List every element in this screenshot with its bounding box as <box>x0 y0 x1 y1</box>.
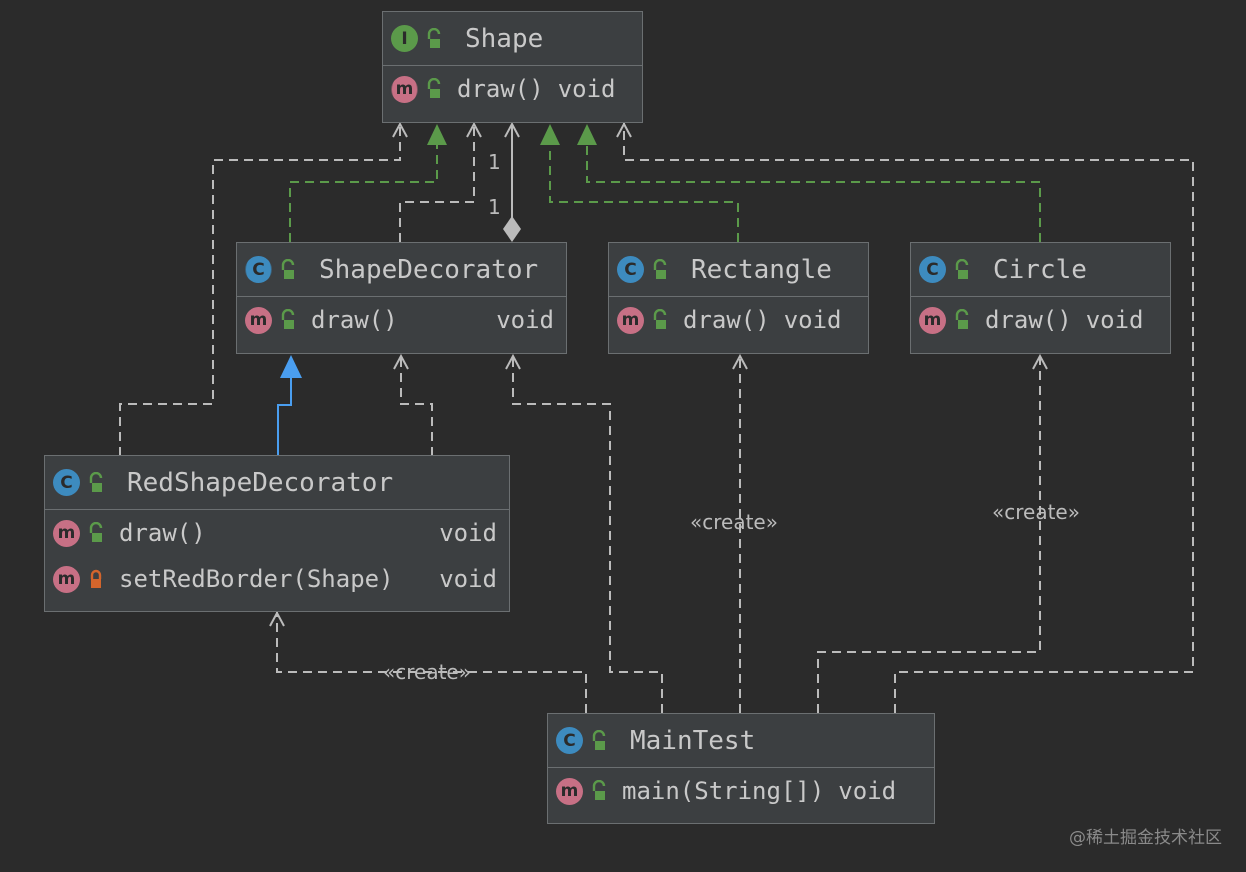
arrowhead <box>1032 353 1048 370</box>
realization-arrowhead <box>540 124 560 145</box>
class-header: C Circle <box>911 243 1170 297</box>
interface-icon: I <box>391 25 418 52</box>
return-type: void <box>557 75 616 103</box>
class-box-circle[interactable]: C Circle m draw() void <box>910 242 1171 354</box>
multiplicity-label: 1 <box>488 150 501 174</box>
arrowhead <box>505 353 521 370</box>
class-box-maintest[interactable]: C MainTest m main(String[]) void <box>547 713 935 824</box>
realization-arrowhead <box>427 124 447 145</box>
static-method-icon: m <box>556 777 583 805</box>
class-box-redshapedecorator[interactable]: C RedShapeDecorator m draw() void m setR… <box>44 455 510 612</box>
public-lock-icon <box>955 309 969 329</box>
return-type: void <box>439 565 497 593</box>
realization-shapedecorator-shape <box>289 144 438 242</box>
class-name: Circle <box>993 254 1087 285</box>
dependency-shapedecorator-shape <box>399 123 475 242</box>
method-row[interactable]: m draw() void <box>383 66 642 112</box>
dependency-redshapedecorator-shapedecorator <box>400 355 433 456</box>
arrowhead <box>393 353 409 370</box>
return-type: void <box>838 777 897 805</box>
class-icon: C <box>617 256 644 283</box>
return-type: void <box>496 306 554 334</box>
public-lock-icon <box>592 780 606 800</box>
class-header: C MainTest <box>548 714 934 768</box>
create-maintest-redshapedecorator <box>276 612 587 713</box>
class-header: C Rectangle <box>609 243 868 297</box>
arrowhead <box>732 353 748 370</box>
public-lock-icon <box>281 309 295 329</box>
watermark: @稀土掘金技术社区 <box>1069 828 1222 848</box>
arrowhead <box>392 121 408 138</box>
arrowhead <box>269 610 285 627</box>
method-signature: main(String[]) <box>622 777 825 805</box>
public-lock-icon <box>955 258 969 279</box>
method-row[interactable]: m draw() void <box>911 297 1170 343</box>
class-header: C ShapeDecorator <box>237 243 566 297</box>
return-type: void <box>1085 306 1144 334</box>
create-label-rectangle: «create» <box>690 510 778 534</box>
aggregation-diamond <box>503 216 521 242</box>
class-box-shapedecorator[interactable]: C ShapeDecorator m draw() void <box>236 242 567 354</box>
method-signature: draw() <box>119 519 206 547</box>
class-name: MainTest <box>630 725 756 756</box>
create-maintest-circle <box>817 355 1041 713</box>
class-name: Rectangle <box>691 254 832 285</box>
public-lock-icon <box>89 471 103 492</box>
runnable-class-icon: C <box>556 727 583 754</box>
method-row[interactable]: m draw() void <box>609 297 868 343</box>
method-signature: setRedBorder(Shape) <box>119 565 394 593</box>
method-signature: draw() <box>457 75 544 103</box>
create-label-redshapedecorator: «create» <box>383 660 471 684</box>
public-lock-icon <box>653 258 667 279</box>
public-lock-icon <box>427 27 441 48</box>
dependency-maintest-shape <box>623 123 1194 713</box>
private-lock-icon <box>90 569 102 588</box>
method-signature: draw() <box>311 306 398 334</box>
multiplicity-label: 1 <box>488 195 501 219</box>
class-icon: C <box>53 469 80 496</box>
method-row[interactable]: m main(String[]) void <box>548 768 934 814</box>
dependency-maintest-shapedecorator <box>512 355 663 713</box>
arrowhead <box>616 121 632 138</box>
class-icon: C <box>919 256 946 283</box>
generalization-redshapedecorator-shapedecorator <box>277 376 292 456</box>
public-lock-icon <box>89 522 103 542</box>
method-icon: m <box>53 519 80 547</box>
return-type: void <box>783 306 842 334</box>
abstract-class-icon: C <box>243 254 274 285</box>
method-icon: m <box>389 73 420 105</box>
method-signature: draw() <box>683 306 770 334</box>
generalization-arrowhead <box>280 355 302 378</box>
method-icon: m <box>617 306 644 334</box>
method-row[interactable]: m draw() void <box>45 510 509 556</box>
class-name: Shape <box>465 23 544 54</box>
class-box-shape[interactable]: I Shape m draw() void <box>382 11 643 123</box>
method-row[interactable]: m setRedBorder(Shape) void <box>45 556 509 602</box>
realization-arrowhead <box>577 124 597 145</box>
realization-circle-shape <box>586 144 1041 242</box>
public-lock-icon <box>592 729 606 750</box>
class-box-rectangle[interactable]: C Rectangle m draw() void <box>608 242 869 354</box>
class-header: C RedShapeDecorator <box>45 456 509 510</box>
class-name: RedShapeDecorator <box>127 467 394 498</box>
class-name: ShapeDecorator <box>319 254 539 285</box>
method-signature: draw() <box>985 306 1072 334</box>
return-type: void <box>439 519 497 547</box>
public-lock-icon <box>281 258 295 279</box>
method-icon: m <box>919 306 946 334</box>
public-lock-icon <box>427 78 441 98</box>
public-lock-icon <box>653 309 667 329</box>
method-icon: m <box>53 565 80 593</box>
class-header: I Shape <box>383 12 642 66</box>
create-label-circle: «create» <box>992 500 1080 524</box>
arrowhead <box>466 121 482 138</box>
method-row[interactable]: m draw() void <box>237 297 566 343</box>
realization-rectangle-shape <box>549 144 739 242</box>
method-icon: m <box>245 306 272 334</box>
